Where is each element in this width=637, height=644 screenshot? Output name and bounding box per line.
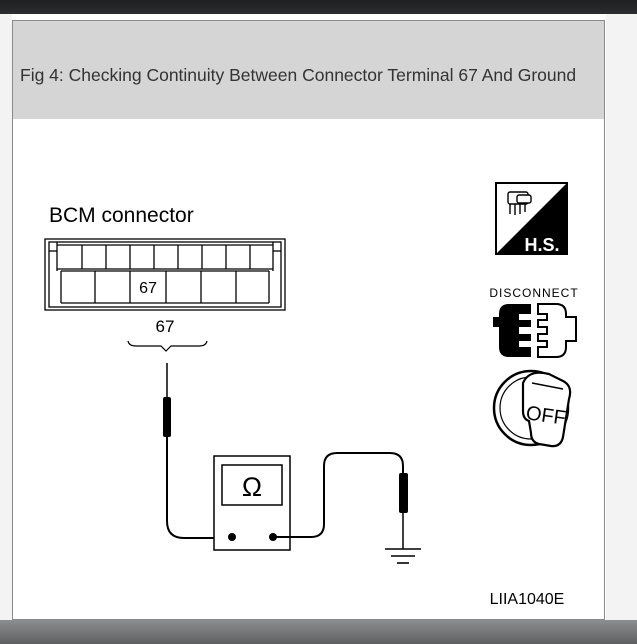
figure-caption: Fig 4: Checking Continuity Between Conne… [20,65,577,85]
disconnect-connector-icon [493,303,577,358]
cavity-67-label: 67 [139,280,157,297]
ohmmeter [213,455,291,551]
page-gutter-left [0,14,12,620]
page-gutter-right [606,14,637,620]
window-top-bar [0,0,637,14]
connector-inner-outline [48,241,282,308]
bcm-connector [44,238,286,311]
ground-probe [273,452,408,549]
terminal-brace [127,340,208,352]
ignition-off-icon [492,369,572,448]
disconnect-label: DISCONNECT [489,286,578,300]
hs-badge-text: H.S. [524,235,559,255]
figure-code: LIIA1040E [490,591,565,608]
caption-box: Fig 4: Checking Continuity Between Conne… [13,21,604,119]
positive-probe [163,363,231,539]
terminal-67-label: 67 [156,317,175,336]
bcm-connector-label: BCM connector [49,204,194,227]
ohm-symbol: Ω [242,472,262,502]
ground-icon [385,548,421,564]
figure-card: Fig 4: Checking Continuity Between Conne… [12,20,605,620]
connector-outline [44,238,286,311]
hand-tool-icon [507,191,532,215]
window-bottom-bar [0,620,637,644]
hs-badge: H.S. [495,182,568,255]
continuity-diagram: BCM connector [44,182,578,608]
